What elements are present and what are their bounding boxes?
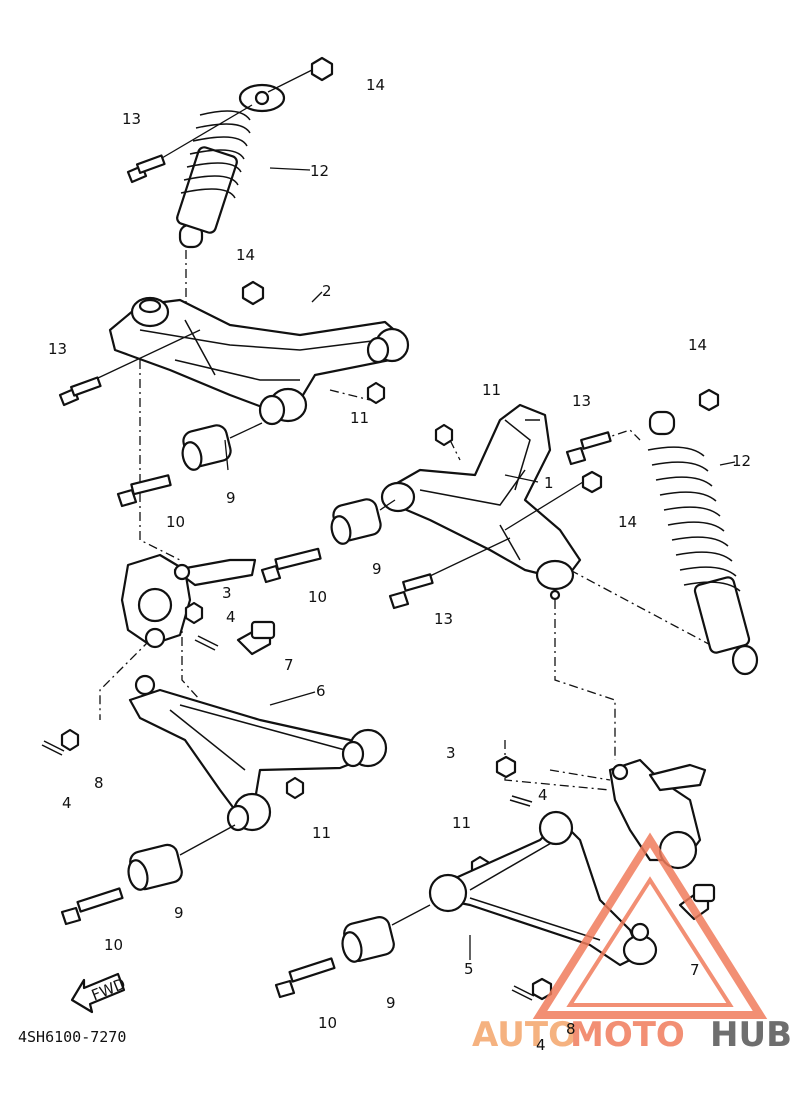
callout: 13: [122, 110, 141, 128]
callout: 13: [572, 392, 591, 410]
cotter-pin-4-bottom-left: [41, 740, 65, 756]
callout: 8: [566, 1020, 576, 1038]
callout: 3: [446, 744, 456, 762]
callout: 9: [372, 560, 382, 578]
fwd-arrow-icon: FWD: [70, 972, 128, 1014]
callout: 12: [732, 452, 751, 470]
cotter-pin-4-bottom-right: [511, 985, 535, 1001]
bolt-10-lower-left: [60, 887, 124, 926]
callout: 5: [464, 960, 474, 978]
bushing-9-upper-left: [181, 422, 263, 471]
callout: 10: [104, 936, 123, 954]
bolt-13-top-left: [126, 104, 253, 184]
callout: 14: [688, 336, 707, 354]
knuckle-left: [120, 553, 257, 649]
watermark-text-1: AUTO: [472, 1015, 577, 1055]
callout: 13: [434, 610, 453, 628]
nut-14-far-right: [698, 388, 720, 412]
bolt-10-mid-left: [260, 547, 322, 584]
shock-absorber-right: [647, 410, 759, 676]
callout: 11: [312, 824, 331, 842]
callout: 10: [166, 513, 185, 531]
bolt-13-upper-right: [565, 431, 612, 466]
callout: 4: [226, 608, 236, 626]
callout: 11: [482, 381, 501, 399]
callout: 10: [318, 1014, 337, 1032]
assembly-lines: [99, 250, 721, 791]
callout: 12: [310, 162, 329, 180]
fwd-label: FWD: [89, 975, 128, 1005]
watermark-triangle-icon: [532, 832, 768, 1019]
bolt-7-left: [236, 620, 276, 656]
nut-14-upper-right: [504, 470, 603, 531]
callout: 11: [350, 409, 369, 427]
callout: 9: [386, 994, 396, 1012]
bolt-10-lower-right: [274, 957, 336, 999]
callout: 4: [538, 786, 548, 804]
callout: 7: [284, 656, 294, 674]
nut-14-top: [267, 56, 334, 93]
callout: 4: [62, 794, 72, 812]
callout: 1: [544, 474, 554, 492]
watermark-text-3: HUB: [710, 1015, 792, 1055]
nut-14-upper-left: [241, 280, 265, 306]
nut-8-left: [60, 728, 80, 752]
watermark-logo: AUTO MOTO HUB: [472, 832, 792, 1055]
lower-arm-left: [128, 674, 388, 832]
shock-absorber-left: [176, 83, 286, 249]
callout: 2: [322, 282, 332, 300]
bushing-9-upper-right: [330, 498, 396, 545]
watermark-text-2: MOTO: [570, 1015, 685, 1055]
callouts: 14 13 12 14 2 13 11 9 10 11 1 13 14 14 1…: [48, 76, 751, 1054]
knuckle-right: [608, 758, 707, 870]
bolt-13-upper-left: [58, 329, 201, 407]
bushing-9-lower-left: [127, 824, 236, 891]
nut-11-lower-left: [285, 776, 305, 800]
bolt-10-upper-left: [116, 474, 172, 508]
callout: 3: [222, 584, 232, 602]
nut-11-upper-left: [366, 381, 386, 405]
callout: 9: [174, 904, 184, 922]
upper-arm-right: [380, 403, 582, 601]
cotter-pin-4-left: [194, 635, 219, 651]
callout: 9: [226, 489, 236, 507]
callout: 14: [366, 76, 385, 94]
callout: 10: [308, 588, 327, 606]
callout: 13: [48, 340, 67, 358]
diagram-code: 4SH6100-7270: [18, 1028, 126, 1046]
callout-leaders: [224, 167, 736, 960]
callout: 14: [236, 246, 255, 264]
upper-arm-left: [108, 296, 410, 426]
callout: 6: [316, 682, 326, 700]
bolt-13-mid-right: [388, 537, 511, 610]
callout: 8: [94, 774, 104, 792]
nut-3-left: [184, 601, 204, 625]
callout: 7: [690, 961, 700, 979]
callout: 4: [536, 1036, 546, 1054]
callout: 11: [452, 814, 471, 832]
nut-3-right: [495, 755, 517, 779]
nut-11-upper-right: [434, 423, 454, 447]
cotter-pin-4-right: [509, 795, 533, 807]
callout: 14: [618, 513, 637, 531]
bushing-9-lower-right: [341, 904, 431, 963]
